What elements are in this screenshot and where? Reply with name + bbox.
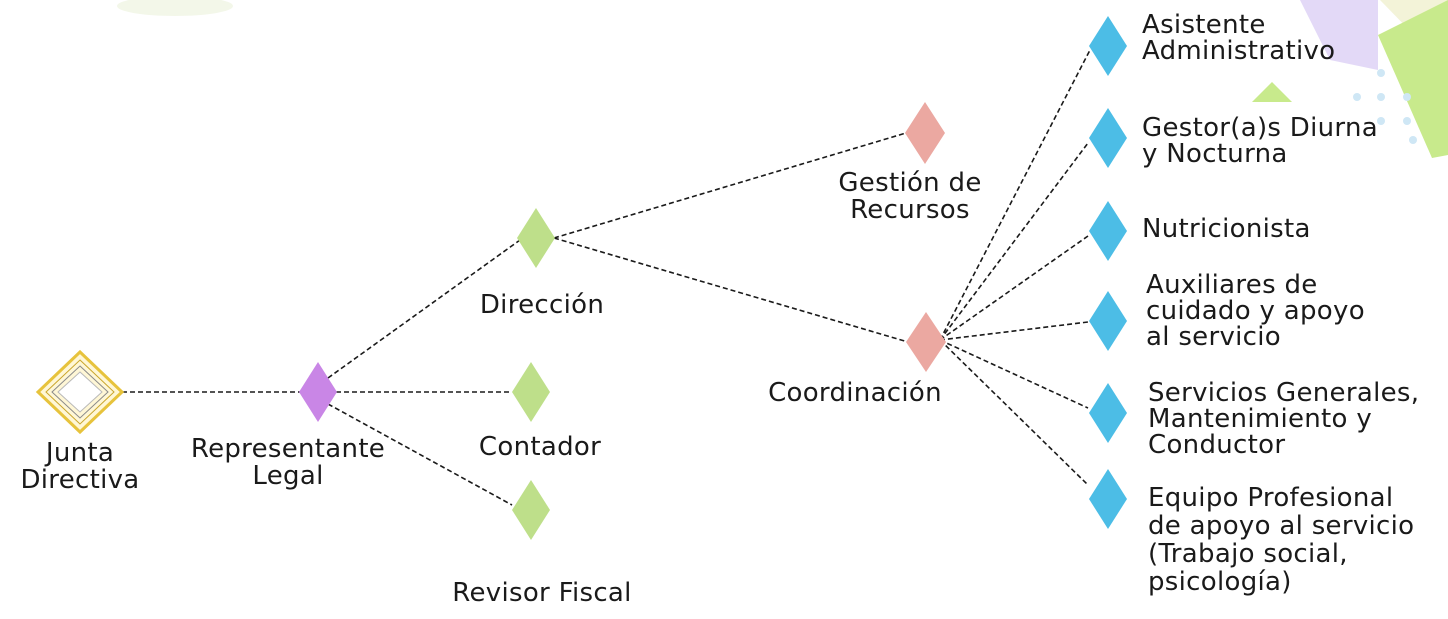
deco-green-triangle <box>1252 82 1292 102</box>
deco-lilac-shape <box>1300 0 1378 70</box>
connector-coordinacion-equipo <box>939 339 1089 486</box>
equipo-line-3: (Trabajo social, <box>1148 539 1348 569</box>
equipo-icon <box>1089 469 1127 529</box>
connector-representante-revisor <box>327 403 513 506</box>
decoration-top-left <box>117 0 233 16</box>
direccion-label: Dirección <box>442 292 642 319</box>
junta-line-1: Junta <box>45 438 115 468</box>
connector-coordinacion-gestores <box>939 142 1089 341</box>
contador-line-1: Contador <box>478 432 602 462</box>
asistente-label: Asistente Administrativo <box>1142 12 1335 64</box>
nutricionista-icon <box>1089 201 1127 261</box>
revisor-line-1: Revisor Fiscal <box>452 578 632 608</box>
contador-label: Contador <box>440 434 640 461</box>
decoration-top-right <box>1252 0 1448 158</box>
connector-direccion-gestion <box>553 132 907 239</box>
junta-directiva-icon <box>35 349 125 435</box>
servicios-line-2: Mantenimiento y <box>1148 404 1373 434</box>
equipo-line-4: psicología) <box>1148 567 1292 597</box>
gestores-label: Gestor(a)s Diurna y Nocturna <box>1142 115 1378 167</box>
gestion-line-1: Gestión de <box>838 168 982 198</box>
connector-coordinacion-auxiliares <box>939 321 1089 341</box>
direccion-line-1: Dirección <box>479 290 605 320</box>
coordinacion-line-1: Coordinación <box>768 378 942 408</box>
gestores-line-1: Gestor(a)s Diurna <box>1142 113 1378 143</box>
connectors <box>122 49 1091 506</box>
auxiliares-line-2: cuidado y apoyo <box>1146 296 1365 326</box>
revisor-fiscal-label: Revisor Fiscal <box>412 580 672 607</box>
servicios-line-1: Servicios Generales, <box>1148 378 1420 408</box>
equipo-line-2: de apoyo al servicio <box>1148 511 1415 541</box>
contador-icon <box>512 362 550 422</box>
connector-direccion-coordinacion <box>553 237 909 343</box>
junta-line-2: Directiva <box>20 465 140 495</box>
connector-coordinacion-servicios <box>939 339 1089 409</box>
deco-green-shape <box>1378 0 1448 158</box>
connector-coordinacion-asistente <box>939 49 1091 341</box>
gestion-recursos-icon <box>905 102 945 164</box>
servicios-line-3: Conductor <box>1148 430 1286 460</box>
representante-line-1: Representante <box>190 434 386 464</box>
coordinacion-label: Coordinación <box>740 380 970 407</box>
connector-coordinacion-nutricionista <box>939 235 1089 341</box>
auxiliares-line-1: Auxiliares de <box>1146 270 1318 300</box>
gestores-line-2: y Nocturna <box>1142 139 1288 169</box>
coordinacion-icon <box>906 312 946 372</box>
nutricionista-line-1: Nutricionista <box>1142 214 1311 244</box>
gestores-icon <box>1089 108 1127 168</box>
gestion-recursos-label: Gestión de Recursos <box>810 170 1010 224</box>
junta-directiva-label: Junta Directiva <box>0 440 160 494</box>
equipo-line-1: Equipo Profesional <box>1148 483 1394 513</box>
direccion-icon <box>517 208 555 268</box>
deco-dots <box>1353 69 1417 144</box>
gestion-line-2: Recursos <box>850 195 970 225</box>
auxiliares-line-3: al servicio <box>1146 322 1281 352</box>
revisor-fiscal-icon <box>512 480 550 540</box>
asistente-icon <box>1089 16 1127 76</box>
asistente-line-2: Administrativo <box>1142 36 1336 66</box>
representante-line-2: Legal <box>252 461 324 491</box>
representante-legal-icon <box>299 362 337 422</box>
servicios-label: Servicios Generales, Mantenimiento y Con… <box>1148 380 1419 458</box>
representante-legal-label: Representante Legal <box>168 436 408 490</box>
auxiliares-icon <box>1089 291 1127 351</box>
nutricionista-label: Nutricionista <box>1142 216 1311 242</box>
equipo-label: Equipo Profesional de apoyo al servicio … <box>1148 484 1414 596</box>
asistente-line-1: Asistente <box>1142 10 1266 40</box>
auxiliares-label: Auxiliares de cuidado y apoyo al servici… <box>1146 272 1365 350</box>
servicios-icon <box>1089 383 1127 443</box>
